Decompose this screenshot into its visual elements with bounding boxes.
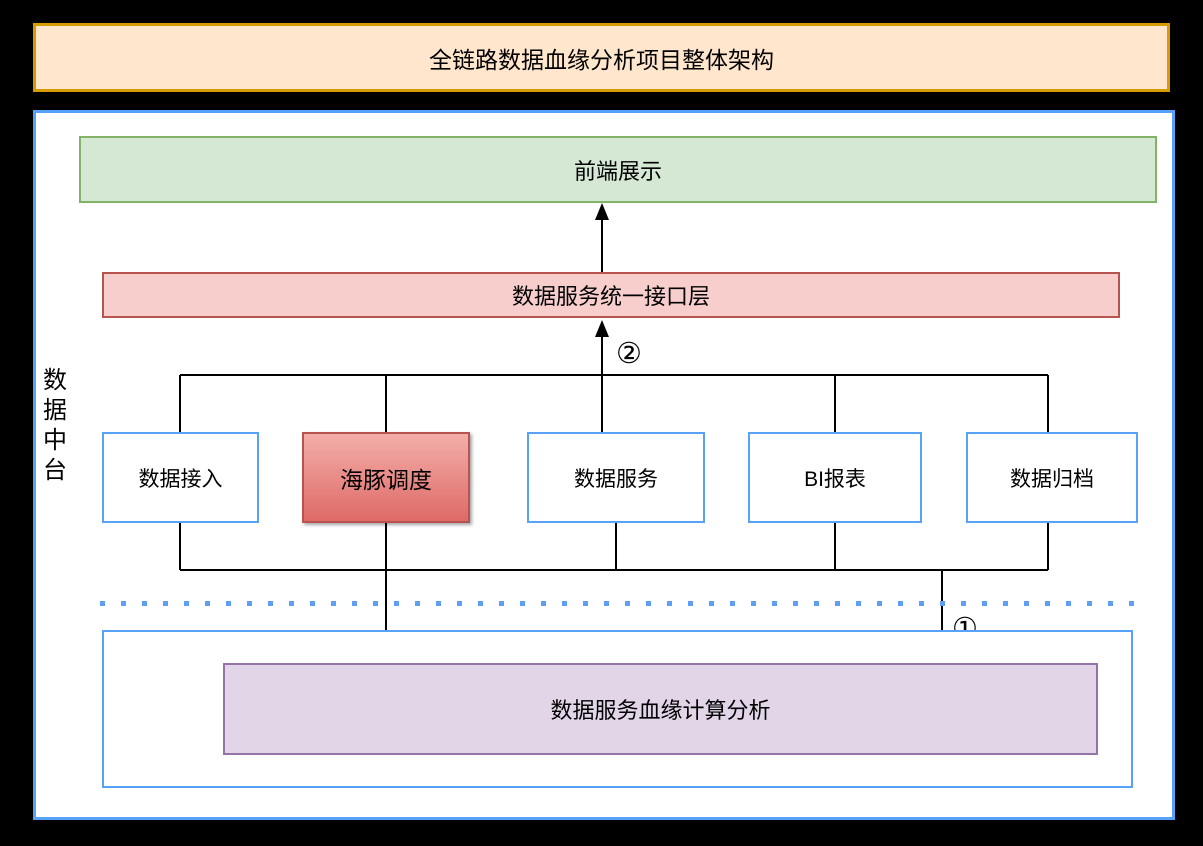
- connector-dolphin-to-lineage: [385, 523, 387, 648]
- module-box-data-access: 数据接入: [102, 432, 259, 523]
- interface-layer-box: 数据服务统一接口层: [102, 272, 1120, 318]
- diagram-title: 全链路数据血缘分析项目整体架构: [429, 46, 774, 73]
- top-drop-module2: [385, 375, 387, 432]
- arrowhead-up-to-frontend-icon: [595, 203, 609, 220]
- module-box-dolphin-scheduler: 海豚调度: [302, 432, 470, 523]
- bottom-bus-line: [180, 569, 1048, 571]
- bottom-drop-module4: [834, 523, 836, 570]
- module-label-data-archive: 数据归档: [1010, 467, 1094, 491]
- module-label-bi-report: BI报表: [804, 467, 866, 491]
- diagram-title-bar: 全链路数据血缘分析项目整体架构: [33, 23, 1170, 92]
- lineage-layer-box: 数据服务血缘计算分析: [223, 663, 1098, 755]
- top-bus-line: [180, 374, 1048, 376]
- top-drop-module1: [179, 375, 181, 432]
- bottom-drop-module3: [615, 523, 617, 570]
- module-label-data-service: 数据服务: [574, 467, 658, 491]
- flow-step2-label: ②: [616, 338, 642, 370]
- top-drop-module5: [1047, 375, 1049, 432]
- lineage-layer-label: 数据服务血缘计算分析: [550, 698, 771, 723]
- frontend-layer-box: 前端展示: [79, 136, 1157, 203]
- module-box-data-service: 数据服务: [527, 432, 705, 523]
- frontend-layer-label: 前端展示: [573, 158, 662, 184]
- module-box-bi-report: BI报表: [748, 432, 922, 523]
- connector-bus-to-lineage: [941, 570, 943, 648]
- bottom-drop-module5: [1047, 523, 1049, 570]
- module-label-dolphin-scheduler: 海豚调度: [340, 466, 432, 493]
- connector-interface-to-frontend: [601, 219, 603, 272]
- top-drop-module4: [834, 375, 836, 432]
- dotted-divider-line: [100, 601, 1136, 606]
- arrowhead-up-to-interface-icon: [595, 320, 609, 337]
- bottom-drop-module1: [179, 523, 181, 570]
- module-label-data-access: 数据接入: [138, 467, 223, 491]
- platform-side-label: 数据中台: [43, 367, 67, 484]
- module-box-data-archive: 数据归档: [966, 432, 1138, 523]
- interface-layer-label: 数据服务统一接口层: [511, 284, 710, 309]
- connector-bus-to-interface: [601, 336, 603, 432]
